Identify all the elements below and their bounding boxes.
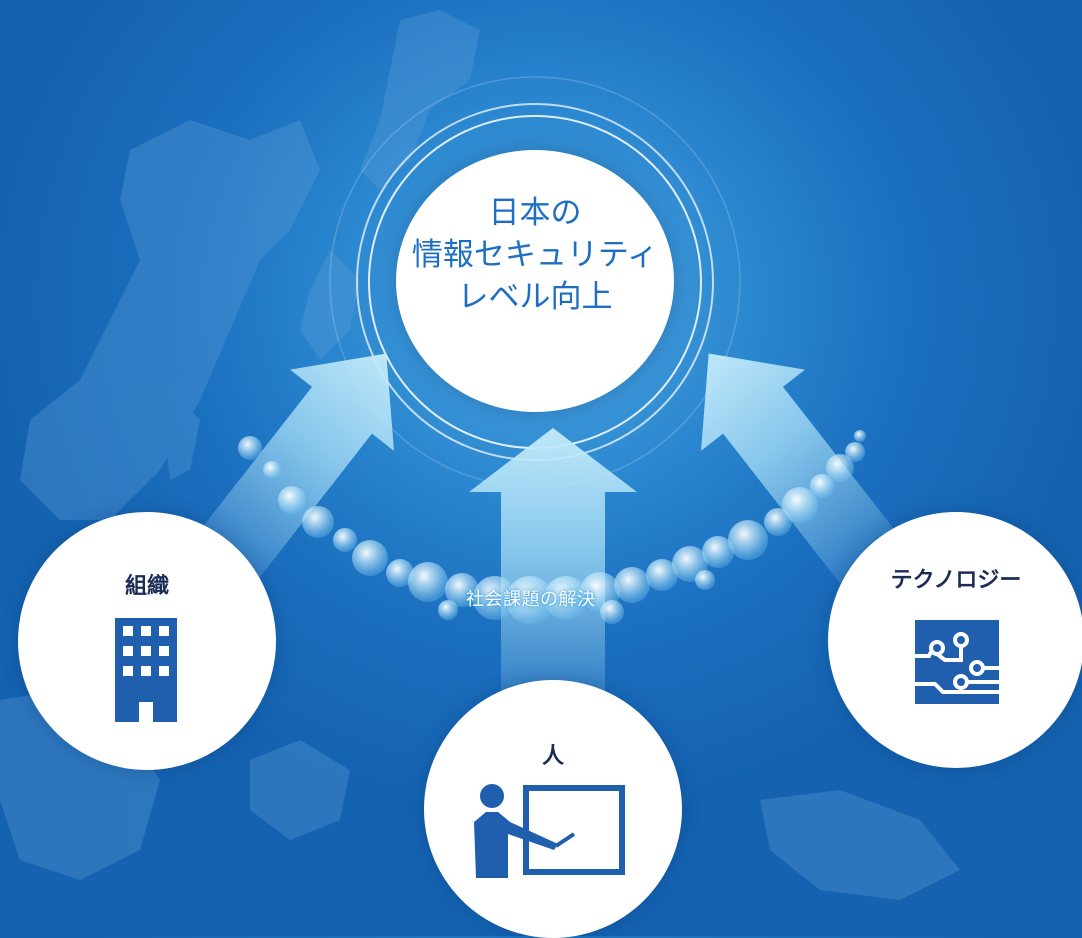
social-issues-label: 社会課題の解決 [466,589,596,610]
pillar-technology: テクノロジー [828,512,1082,768]
pillar-people-label: 人 [541,744,564,769]
arrow-people [469,428,637,700]
arrow-technology [701,353,900,584]
pillar-organization: 組織 [18,512,276,770]
goal-circle: 日本の 情報セキュリティ レベル向上 [396,150,674,412]
arrow-organization [195,353,394,584]
bubble-chain [238,430,866,624]
building-icon [115,618,177,722]
teacher-icon [474,784,625,878]
pillar-people: 人 [424,680,682,938]
circuit-icon [915,620,999,704]
goal-title: 日本の 情報セキュリティ レベル向上 [411,195,659,315]
pillar-organization-label: 組織 [124,574,169,599]
pillar-technology-label: テクノロジー [890,568,1022,593]
